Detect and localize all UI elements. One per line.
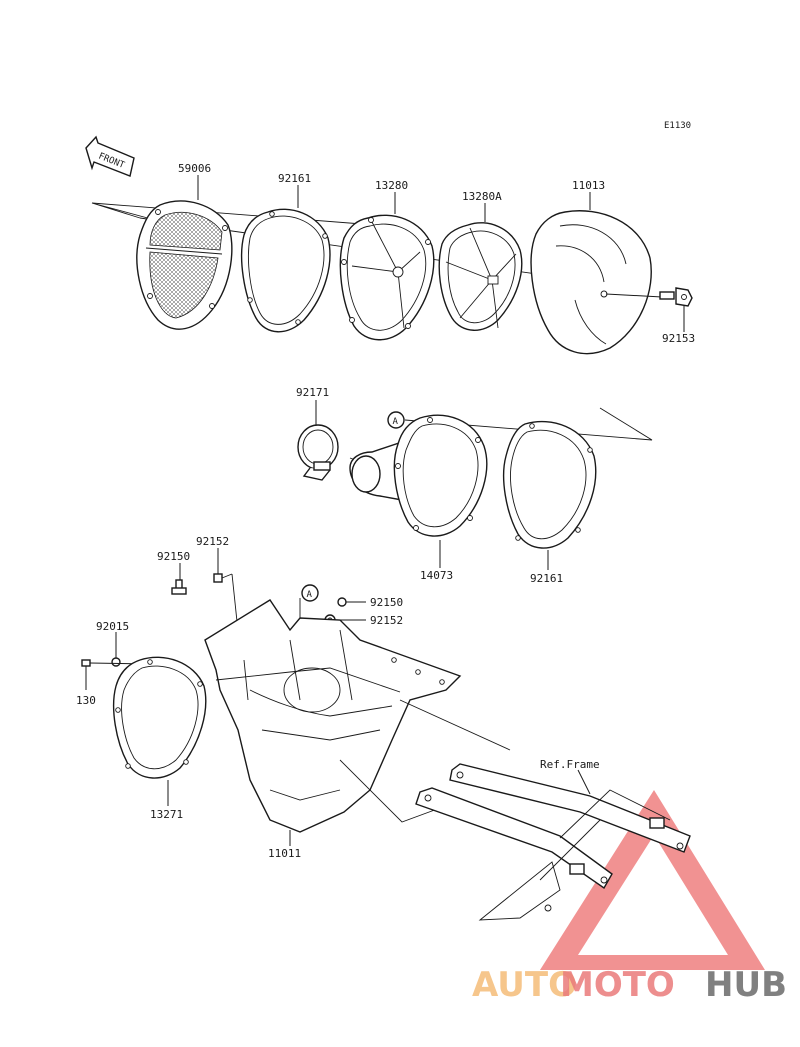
part-clamp — [297, 424, 339, 481]
label-holder: 13280 — [375, 179, 408, 192]
label-clamp: 92171 — [296, 386, 329, 399]
part-washer-right — [337, 597, 347, 607]
label-plate: 13271 — [150, 808, 183, 821]
label-bolt-92153: 92153 — [662, 332, 695, 345]
label-washer-left: 92150 — [157, 550, 190, 563]
diagram-code: E1130 — [664, 121, 691, 131]
part-screw-92015 — [111, 657, 121, 667]
part-holder — [339, 214, 435, 341]
label-screw-130: 130 — [76, 694, 96, 707]
svg-text:HUB: HUB — [705, 965, 787, 1005]
part-gasket-mid — [502, 420, 597, 549]
label-ref-frame: Ref.Frame — [540, 758, 600, 771]
part-gasket-top — [240, 208, 331, 333]
part-duct — [349, 414, 488, 537]
label-filter-element: 11013 — [572, 179, 605, 192]
label-air-box: 11011 — [268, 847, 301, 860]
part-ref-frame — [415, 763, 691, 921]
svg-text:AUTO: AUTO — [472, 965, 577, 1005]
part-filter-element — [530, 210, 652, 355]
label-duct: 14073 — [420, 569, 453, 582]
svg-text:A: A — [307, 590, 313, 600]
watermark-text: AUTO MOTO HUB — [472, 965, 787, 1005]
front-arrow-icon: FRONT — [85, 135, 135, 177]
watermark-triangle — [540, 790, 765, 970]
part-collar-left — [213, 573, 233, 583]
label-washer-right: 92150 — [370, 596, 403, 609]
part-holder-a — [438, 222, 523, 331]
label-gasket-mid: 92161 — [530, 572, 563, 585]
part-cover-mesh — [136, 200, 233, 330]
part-air-box — [204, 599, 462, 833]
reference-marker-upper: A — [387, 411, 405, 429]
part-washer-left — [171, 579, 187, 595]
label-screw-92015: 92015 — [96, 620, 129, 633]
label-holder-a: 13280A — [462, 190, 502, 203]
label-collar-left: 92152 — [196, 535, 229, 548]
label-cover-mesh: 59006 — [178, 162, 211, 175]
part-bolt-92153 — [605, 287, 693, 307]
label-gasket-top: 92161 — [278, 172, 311, 185]
svg-text:MOTO: MOTO — [560, 965, 675, 1005]
svg-text:A: A — [393, 417, 399, 427]
label-collar-right: 92152 — [370, 614, 403, 627]
part-plate — [112, 656, 207, 779]
reference-marker-lower: A — [299, 584, 319, 620]
